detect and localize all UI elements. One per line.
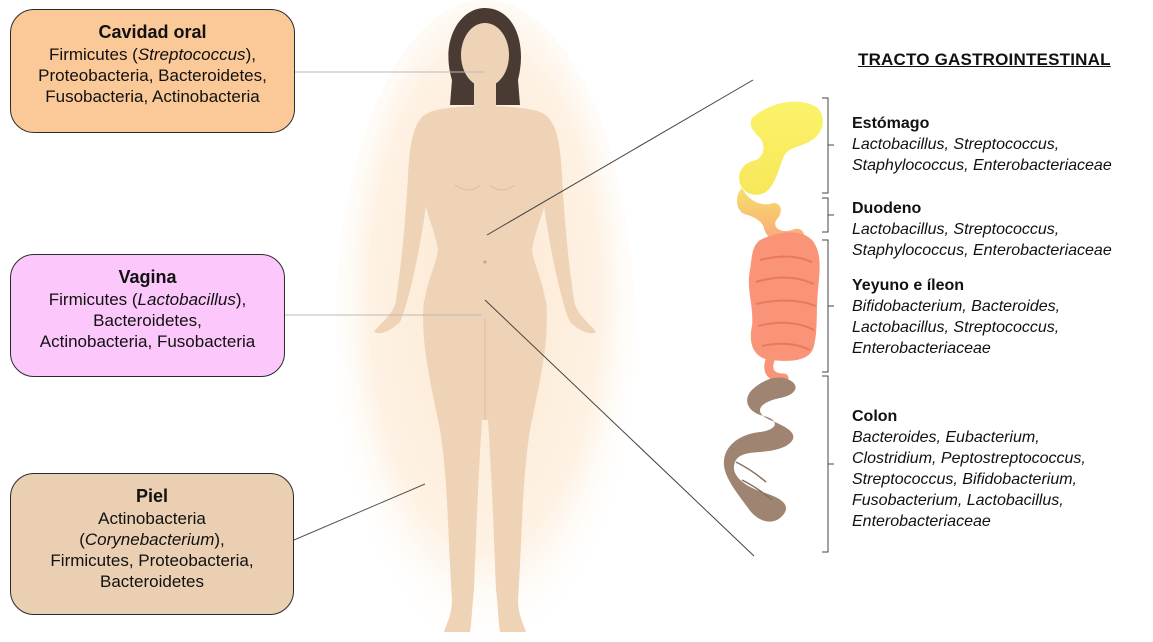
gi-colon-line: Streptococcus, Bifidobacterium, bbox=[852, 469, 1086, 490]
bracket-duodeno bbox=[822, 198, 834, 232]
gi-label-estomago: Estómago Lactobacillus, Streptococcus, S… bbox=[852, 113, 1112, 176]
vagina-box: Vagina Firmicutes (Lactobacillus), Bacte… bbox=[10, 254, 285, 377]
gi-yeyuno-name: Yeyuno e íleon bbox=[852, 275, 1060, 296]
skin-title: Piel bbox=[11, 484, 293, 508]
gi-brackets bbox=[822, 98, 834, 552]
neck bbox=[474, 80, 496, 108]
stomach bbox=[739, 102, 823, 195]
gi-title: TRACTO GASTROINTESTINAL bbox=[858, 50, 1111, 70]
gi-colon-line: Enterobacteriaceae bbox=[852, 511, 1086, 532]
gi-duodeno-line: Lactobacillus, Streptococcus, bbox=[852, 219, 1112, 240]
bracket-estomago bbox=[822, 98, 834, 193]
gi-yeyuno-line: Lactobacillus, Streptococcus, bbox=[852, 317, 1060, 338]
gi-label-yeyuno: Yeyuno e íleon Bifidobacterium, Bacteroi… bbox=[852, 275, 1060, 359]
head bbox=[461, 23, 509, 87]
gi-yeyuno-line: Enterobacteriaceae bbox=[852, 338, 1060, 359]
gi-estomago-line: Lactobacillus, Streptococcus, bbox=[852, 134, 1112, 155]
gi-label-duodeno: Duodeno Lactobacillus, Streptococcus, St… bbox=[852, 198, 1112, 261]
gi-tract-illustration bbox=[724, 102, 823, 522]
skin-line1: Actinobacteria bbox=[11, 508, 293, 529]
gi-estomago-name: Estómago bbox=[852, 113, 1112, 134]
skin-line4: Bacteroidetes bbox=[11, 571, 293, 592]
oral-cavity-line1: Firmicutes (Streptococcus), bbox=[11, 44, 294, 65]
gi-yeyuno-line: Bifidobacterium, Bacteroides, bbox=[852, 296, 1060, 317]
vagina-line3: Actinobacteria, Fusobacteria bbox=[11, 331, 284, 352]
gi-colon-name: Colon bbox=[852, 406, 1086, 427]
gi-colon-line: Clostridium, Peptostreptococcus, bbox=[852, 448, 1086, 469]
bracket-colon bbox=[822, 376, 834, 552]
gi-label-colon: Colon Bacteroides, Eubacterium, Clostrid… bbox=[852, 406, 1086, 532]
oral-cavity-line3: Fusobacteria, Actinobacteria bbox=[11, 86, 294, 107]
gi-colon-line: Fusobacterium, Lactobacillus, bbox=[852, 490, 1086, 511]
skin-line3: Firmicutes, Proteobacteria, bbox=[11, 550, 293, 571]
gi-duodeno-line: Staphylococcus, Enterobacteriaceae bbox=[852, 240, 1112, 261]
small-intestine bbox=[749, 232, 820, 360]
vagina-line2: Bacteroidetes, bbox=[11, 310, 284, 331]
colon bbox=[724, 377, 796, 521]
vagina-title: Vagina bbox=[11, 265, 284, 289]
skin-line2: (Corynebacterium), bbox=[11, 529, 293, 550]
gi-estomago-line: Staphylococcus, Enterobacteriaceae bbox=[852, 155, 1112, 176]
bracket-yeyuno bbox=[822, 240, 834, 372]
gi-duodeno-name: Duodeno bbox=[852, 198, 1112, 219]
oral-cavity-line2: Proteobacteria, Bacteroidetes, bbox=[11, 65, 294, 86]
oral-cavity-box: Cavidad oral Firmicutes (Streptococcus),… bbox=[10, 9, 295, 133]
skin-box: Piel Actinobacteria (Corynebacterium), F… bbox=[10, 473, 294, 615]
vagina-line1: Firmicutes (Lactobacillus), bbox=[11, 289, 284, 310]
oral-cavity-title: Cavidad oral bbox=[11, 20, 294, 44]
gi-colon-line: Bacteroides, Eubacterium, bbox=[852, 427, 1086, 448]
